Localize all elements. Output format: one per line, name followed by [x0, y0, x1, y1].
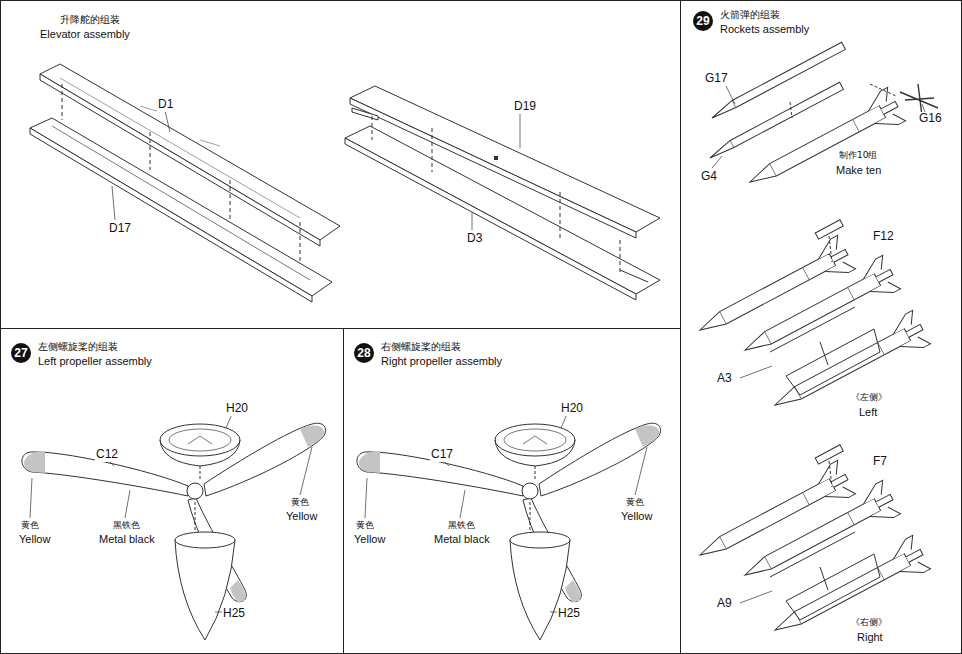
part-number: D1 — [157, 98, 174, 112]
part-number: H25 — [557, 607, 581, 621]
step-number: 28 — [354, 343, 374, 363]
part-number: H25 — [222, 607, 246, 621]
part-number: D17 — [108, 222, 132, 236]
propeller-left — [22, 414, 326, 640]
step-panel: 27 左侧螺旋桨的组装 Left propeller assembly — [0, 328, 344, 654]
step-panel: 升降舵的组装 Elevator assembly — [0, 0, 681, 329]
part-number: A9 — [716, 597, 733, 611]
step-title-chinese: 右侧螺旋桨的组装 — [380, 341, 462, 353]
part-number: F7 — [872, 455, 888, 469]
step-title: Left propeller assembly — [37, 355, 153, 368]
part-number: C17 — [430, 448, 454, 462]
step-title-chinese: 火箭弹的组装 — [719, 9, 781, 21]
note-label: 制作10组 — [838, 150, 878, 160]
elevator-parts-shape — [494, 156, 498, 160]
rocket-parts-shape — [709, 42, 845, 119]
note-label: 黑铁色 — [112, 520, 141, 530]
propeller-left-shape — [22, 414, 326, 640]
part-number: C12 — [95, 448, 119, 462]
note-label: Metal black — [433, 533, 491, 546]
rocket-pod-left — [691, 220, 930, 422]
elevator-parts-shape — [345, 138, 636, 300]
elevator-parts-shape — [372, 116, 620, 272]
elevator-parts-shape — [112, 111, 520, 230]
part-number: H20 — [225, 402, 249, 416]
note-label: Yellow — [353, 533, 386, 546]
rocket-parts-shape — [790, 84, 896, 118]
elevator-parts — [30, 64, 660, 302]
elevator-parts-shape — [30, 118, 332, 296]
step-title-chinese: 左侧螺旋桨的组装 — [37, 341, 119, 353]
note-label: 黄色 — [355, 520, 375, 530]
note-label: Yellow — [285, 510, 318, 523]
part-number: G17 — [704, 72, 729, 86]
propeller-right — [357, 414, 661, 640]
note-label: Make ten — [835, 164, 882, 177]
part-number: D3 — [466, 232, 483, 246]
part-number: G16 — [918, 112, 943, 126]
step-panel: 28 右侧螺旋桨的组装 Right propeller assembly — [343, 328, 681, 654]
step-title-chinese: 升降舵的组装 — [59, 14, 121, 26]
rocket-pod-right-shape — [691, 445, 930, 647]
rocket-pod-left-shape — [691, 220, 930, 422]
elevator-parts-shape — [62, 84, 300, 262]
step-title: Rockets assembly — [719, 23, 810, 36]
note-label: Left — [858, 406, 878, 419]
rocket-pod-right — [691, 445, 930, 647]
propeller-right-shape — [357, 414, 661, 640]
note-label: 黄色 — [290, 497, 310, 507]
note-label: 《右侧》 — [850, 617, 888, 627]
note-label: 《左侧》 — [850, 392, 888, 402]
note-label: 黄色 — [20, 520, 40, 530]
note-label: Metal black — [98, 533, 156, 546]
part-number: D19 — [513, 100, 537, 114]
elevator-parts-shape — [352, 108, 648, 282]
part-number: G4 — [700, 170, 718, 184]
note-label: Yellow — [18, 533, 51, 546]
note-label: Yellow — [620, 510, 653, 523]
rocket-parts — [707, 42, 938, 198]
step-title: Right propeller assembly — [380, 355, 503, 368]
part-number: F12 — [872, 230, 895, 244]
part-number: A3 — [716, 372, 733, 386]
step-panel: 29 火箭弹的组装 Rockets assembly — [680, 0, 962, 654]
elevator-parts-shape — [345, 126, 660, 294]
step-number: 29 — [693, 11, 713, 31]
note-label: 黄色 — [625, 497, 645, 507]
elevator-parts-shape — [30, 128, 312, 302]
elevator-parts-shape — [52, 126, 310, 280]
rocket-parts-shape — [712, 84, 925, 168]
note-label: 黑铁色 — [447, 520, 476, 530]
step-title: Elevator assembly — [39, 28, 131, 41]
note-label: Right — [856, 631, 884, 644]
rocket-parts-shape — [741, 87, 905, 198]
part-number: H20 — [560, 402, 584, 416]
step-number: 27 — [11, 343, 31, 363]
